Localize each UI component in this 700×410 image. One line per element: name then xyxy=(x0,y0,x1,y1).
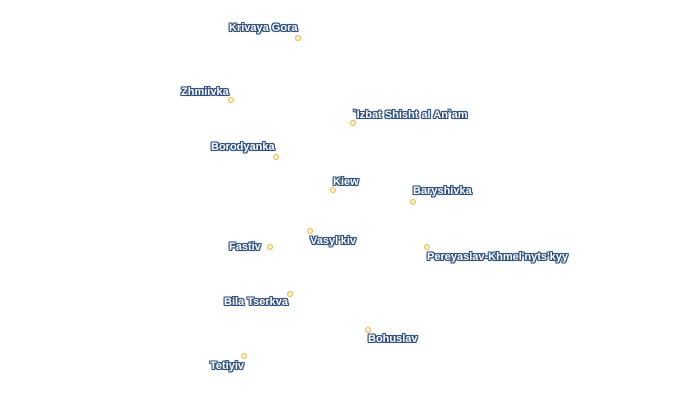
city-marker-icon[interactable] xyxy=(295,35,301,41)
city-marker-icon[interactable] xyxy=(307,228,313,234)
city-label: Pereyaslav-Khmel'nyts'kyy xyxy=(427,251,568,263)
city-label: Zhmiivka xyxy=(181,86,229,98)
city-marker-icon[interactable] xyxy=(273,154,279,160)
city-marker-icon[interactable] xyxy=(424,244,430,250)
city-label: Bohuslav xyxy=(368,333,418,345)
city-label: Fastiv xyxy=(229,241,261,253)
city-marker-icon[interactable] xyxy=(410,199,416,205)
city-label: Kiew xyxy=(333,176,359,188)
city-marker-icon[interactable] xyxy=(365,327,371,333)
city-label: Vasyl'kiv xyxy=(310,235,357,247)
city-marker-icon[interactable] xyxy=(228,97,234,103)
city-marker-icon[interactable] xyxy=(267,244,273,250)
city-label: Bila Tserkva xyxy=(224,296,289,308)
city-marker-icon[interactable] xyxy=(241,353,247,359)
city-label: `Izbat Shisht al An`am xyxy=(353,109,468,121)
city-marker-icon[interactable] xyxy=(287,291,293,297)
city-marker-icon[interactable] xyxy=(350,120,356,126)
city-label: Tetiyiv xyxy=(210,360,245,372)
city-marker-icon[interactable] xyxy=(330,187,336,193)
city-label: Krivaya Gora xyxy=(229,22,298,34)
city-label: Borodyanka xyxy=(211,141,275,153)
city-label: Baryshivka xyxy=(413,185,472,197)
